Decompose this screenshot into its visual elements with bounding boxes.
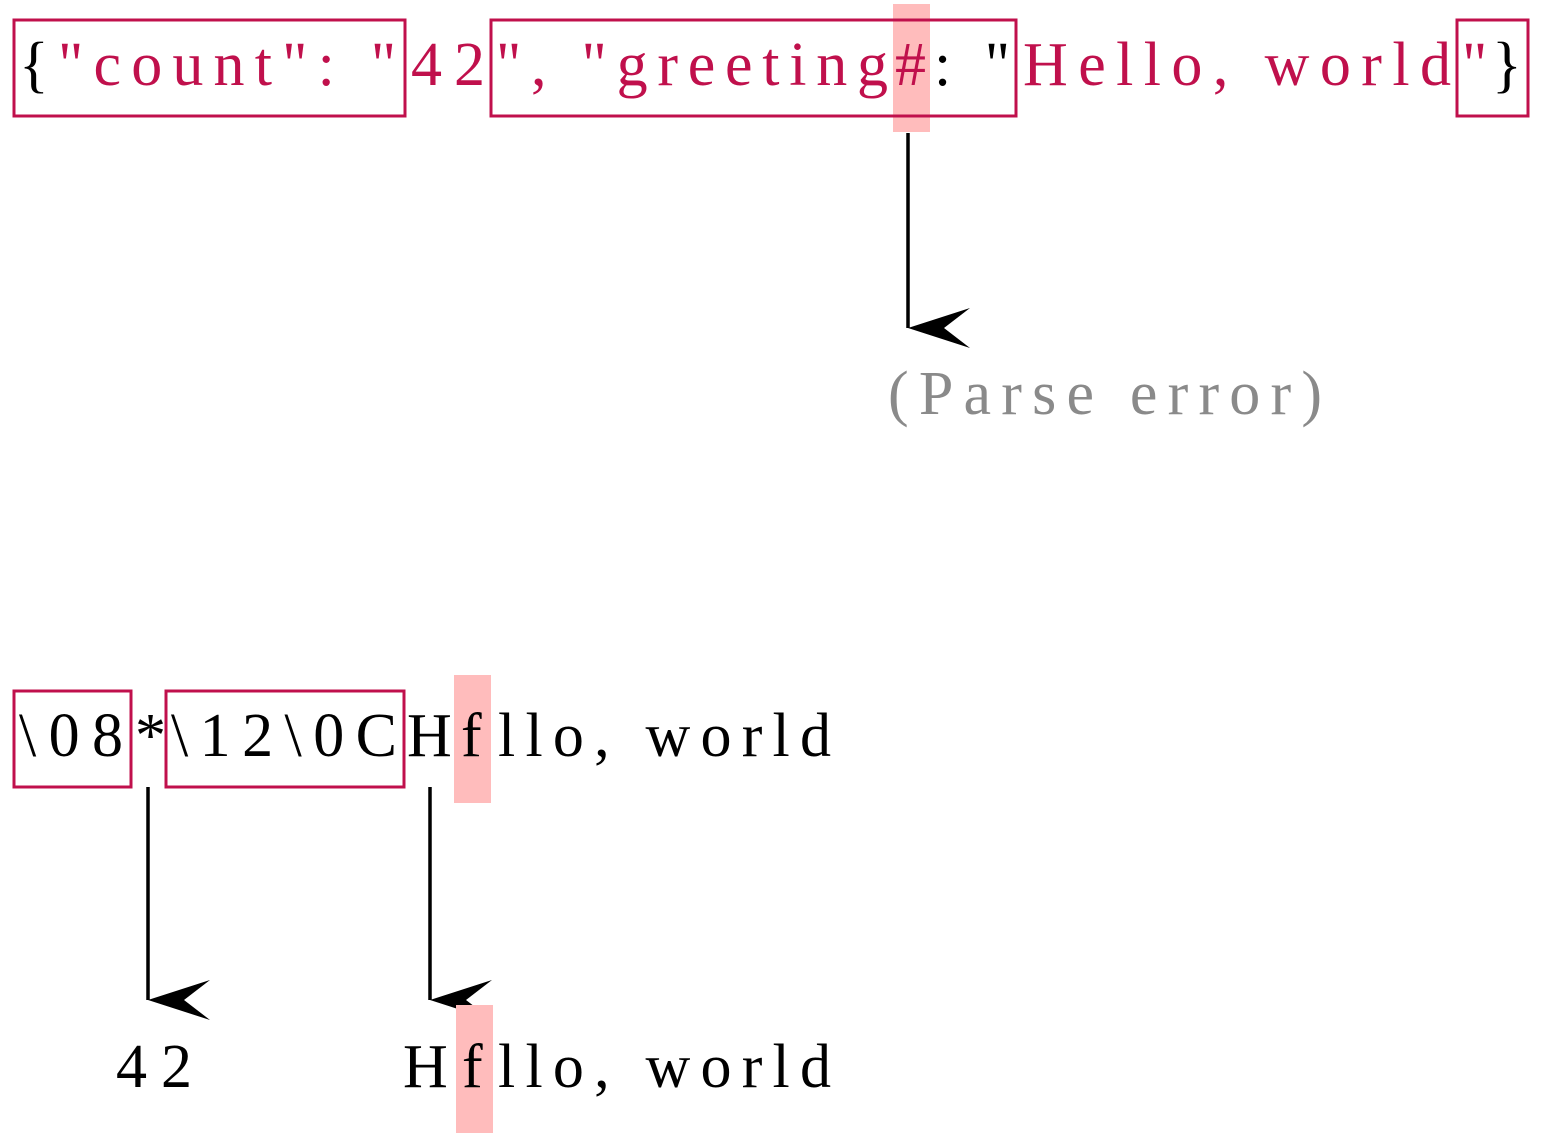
json-close-brace: } (1492, 31, 1522, 99)
binary-box-count-tag (12, 689, 133, 789)
json-greeting-key-tail: : " (934, 31, 1010, 99)
decoded-corrupted-char: f (462, 1033, 483, 1101)
json-box-closing-quote (1455, 18, 1530, 118)
decoded-greeting-start: H (403, 1033, 448, 1101)
decoded-values-row: 42 H f llo, world (116, 1005, 831, 1133)
binary-greeting-value-rest: llo, world (498, 702, 831, 770)
json-greeting-value: Hello, world (1023, 31, 1451, 99)
binary-corrupted-char-highlight (454, 675, 491, 803)
binary-corrupted-char: f (461, 702, 482, 770)
binary-encoding-row: \08 * \12\0C H f llo, world (12, 675, 831, 803)
decoded-greeting-rest: llo, world (498, 1033, 831, 1101)
json-encoding-row: { "count": " 42 ", "greeting # : " Hello… (12, 4, 1530, 132)
json-box-greeting-key (489, 18, 1018, 118)
binary-count-value: * (135, 702, 166, 770)
corrupted-char-highlight (893, 4, 930, 132)
json-count-value: 42 (411, 31, 485, 99)
parse-error-label: (Parse error) (888, 360, 1322, 428)
json-open-brace: { (19, 31, 49, 99)
json-count-key-text: "count": " (58, 31, 396, 99)
binary-count-tag-text: \08 (19, 702, 123, 770)
json-corrupted-char: # (895, 31, 926, 99)
binary-greeting-value-start: H (407, 702, 452, 770)
binary-greeting-tag-text: \12\0C (171, 702, 397, 770)
decoded-count-value: 42 (116, 1033, 192, 1101)
decoded-corrupted-char-highlight (456, 1005, 493, 1133)
binary-box-greeting-tag (164, 689, 406, 789)
json-greeting-key-text: ", "greeting (496, 31, 888, 99)
json-closing-quote: " (1462, 31, 1487, 99)
json-box-count-key (12, 18, 407, 118)
